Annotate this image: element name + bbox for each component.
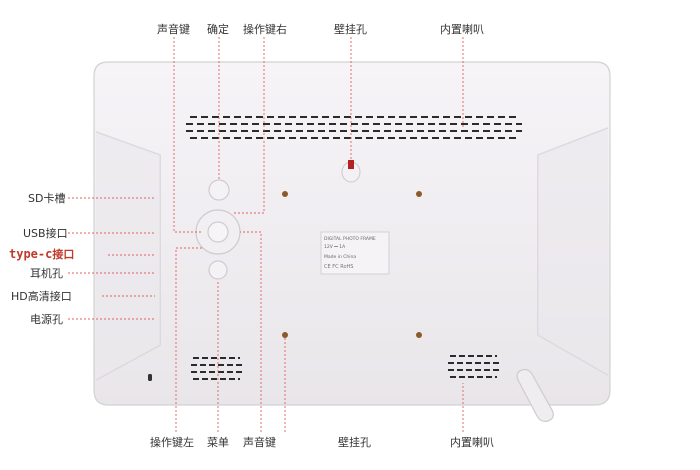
label-speaker-bottom: 内置喇叭 (450, 436, 494, 449)
rating-line-3: Made in China (324, 254, 356, 260)
label-usb-port: USB接口 (23, 227, 68, 240)
stand (516, 368, 554, 423)
label-typec-port: type-c接口 (9, 247, 75, 262)
label-menu: 菜单 (207, 436, 229, 449)
bottom-right-vent-grille (448, 355, 499, 378)
wall-hole-top (341, 160, 361, 183)
top-vent-grille (186, 116, 522, 139)
power-indicator (148, 374, 152, 381)
label-wall-hole-top: 壁挂孔 (334, 23, 367, 36)
label-typec-suffix: 接口 (52, 248, 75, 261)
menu-button (208, 260, 228, 280)
label-operation-key-left: 操作键左 (150, 436, 194, 449)
label-earphone: 耳机孔 (30, 267, 63, 280)
rating-line-1: DIGITAL PHOTO FRAME (324, 236, 376, 242)
label-speaker-top: 内置喇叭 (440, 23, 484, 36)
leader-lines (68, 37, 464, 432)
nav-center-button (207, 221, 229, 243)
confirm-button (208, 179, 230, 201)
label-typec-prefix: type-c (9, 247, 53, 261)
bottom-left-vent-grille (191, 357, 242, 380)
label-voice-key-bottom: 声音键 (243, 436, 276, 449)
label-power: 电源孔 (30, 313, 63, 326)
screw-holes (282, 191, 422, 338)
label-confirm: 确定 (207, 23, 229, 36)
rating-marks: CE FC RoHS (324, 264, 353, 270)
rating-label: DIGITAL PHOTO FRAME 12V ⎓ 1A Made in Chi… (320, 231, 390, 275)
label-voice-key-top: 声音键 (157, 23, 190, 36)
label-wall-hole-bottom: 壁挂孔 (338, 436, 371, 449)
label-sd-slot: SD卡槽 (28, 192, 66, 205)
label-operation-key-right: 操作键右 (243, 23, 287, 36)
label-hd-port: HD高清接口 (11, 290, 72, 303)
rating-line-2: 12V ⎓ 1A (324, 244, 346, 250)
